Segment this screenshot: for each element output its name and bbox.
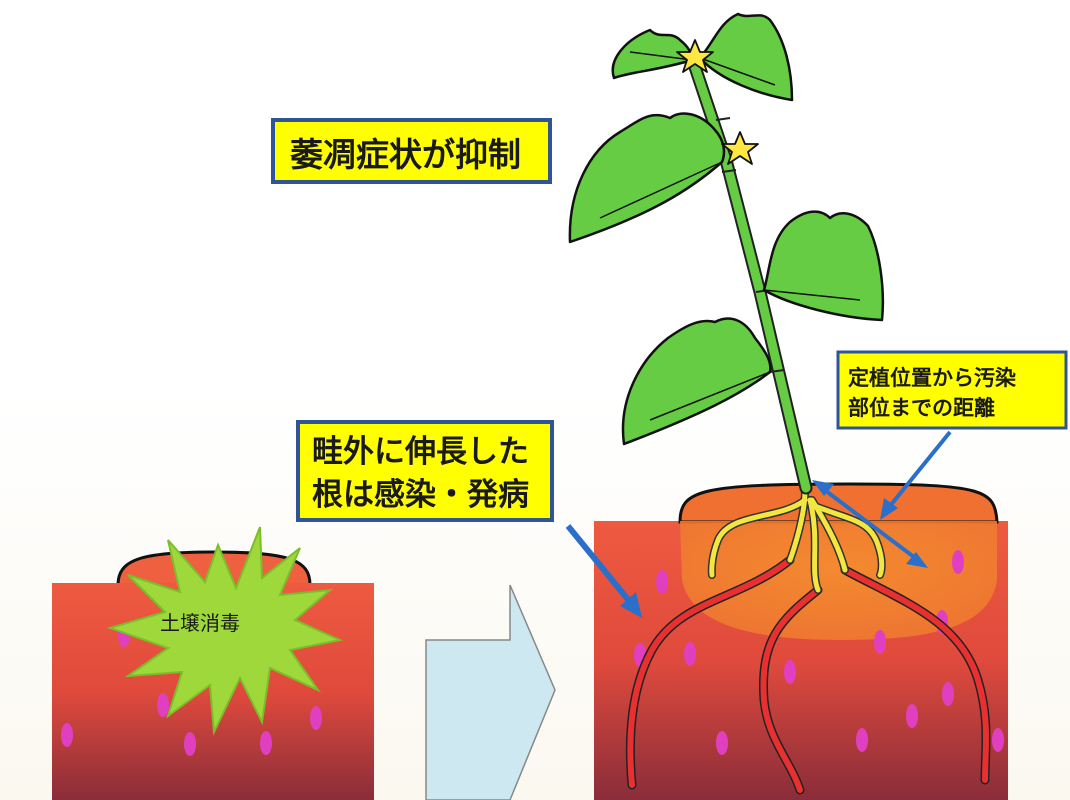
leaf-right bbox=[764, 212, 883, 320]
distance-line2: 部位までの距離 bbox=[848, 396, 995, 420]
roots-infected-line2: 根は感染・発病 bbox=[312, 477, 529, 513]
plant-leaves bbox=[570, 14, 883, 444]
roots-infected-label: 畦外に伸長した 根は感染・発病 bbox=[298, 422, 552, 520]
disinfected-ridge-zone bbox=[680, 521, 997, 640]
leaf-mid-left bbox=[570, 114, 724, 242]
wilt-suppressed-text: 萎凋症状が抑制 bbox=[290, 135, 521, 174]
roots-infected-line1: 畦外に伸長した bbox=[312, 434, 529, 470]
soil-disinfection-label: 土壌消毒 bbox=[160, 611, 240, 635]
distance-label: 定植位置から汚染 部位までの距離 bbox=[838, 352, 1066, 428]
leaf-top-right bbox=[700, 14, 792, 100]
distance-line1: 定植位置から汚染 bbox=[848, 366, 1016, 390]
wilt-suppressed-label: 萎凋症状が抑制 bbox=[273, 120, 550, 182]
